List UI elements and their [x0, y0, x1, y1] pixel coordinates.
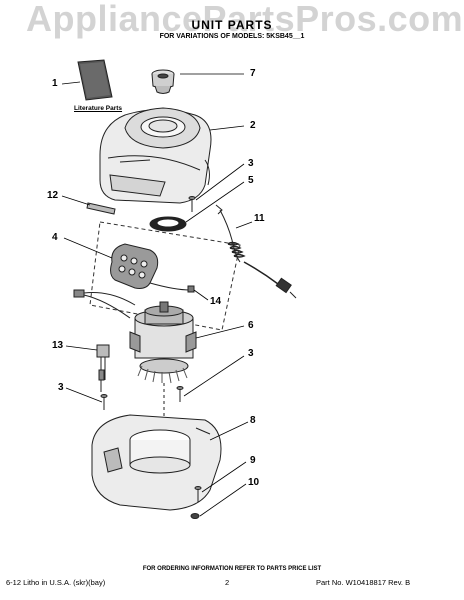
callout-13: 13	[52, 340, 64, 351]
base	[91, 414, 222, 511]
motor	[129, 301, 197, 420]
leader-lines	[61, 73, 253, 517]
callout-12: 12	[47, 190, 59, 201]
callout-7: 7	[250, 68, 256, 79]
seal-ring	[149, 216, 187, 232]
callout-8: 8	[250, 415, 256, 426]
callout-11: 11	[254, 213, 265, 224]
watermark: AppliancePartsPros.com	[26, 0, 464, 39]
wire-harness	[73, 289, 136, 319]
knob	[151, 69, 175, 94]
callout-9: 9	[250, 455, 256, 466]
page-subtitle: FOR VARIATIONS OF MODELS: 5KSB45__1	[159, 33, 305, 40]
callout-3-left: 3	[58, 382, 64, 393]
page-number: 2	[225, 578, 230, 587]
callout-4: 4	[52, 232, 58, 243]
part-number: Part No. W10418817 Rev. B	[316, 578, 411, 587]
ordering-note: FOR ORDERING INFORMATION REFER TO PARTS …	[142, 566, 322, 572]
housing	[99, 107, 212, 204]
callout-5: 5	[248, 175, 254, 186]
callout-14: 14	[210, 296, 222, 307]
base-screw	[194, 486, 202, 502]
callout-1: 1	[52, 78, 58, 89]
screw-right	[176, 386, 184, 402]
rubber-foot	[190, 513, 200, 519]
print-info: 6-12 Litho in U.S.A. (skr)(bay)	[6, 578, 106, 587]
screw-top	[188, 196, 196, 212]
callout-6: 6	[248, 320, 254, 331]
callout-3-top: 3	[248, 158, 254, 169]
control-board-group	[89, 221, 241, 331]
callout-2: 2	[250, 120, 256, 131]
screw-left	[100, 394, 108, 410]
capacitor	[96, 344, 110, 392]
callout-10: 10	[248, 477, 260, 488]
literature-booklet	[77, 59, 113, 101]
callout-3-right: 3	[248, 348, 254, 359]
literature-parts-label: Literature Parts	[74, 105, 123, 112]
badge	[86, 202, 116, 215]
page-title: UNIT PARTS	[191, 18, 273, 32]
